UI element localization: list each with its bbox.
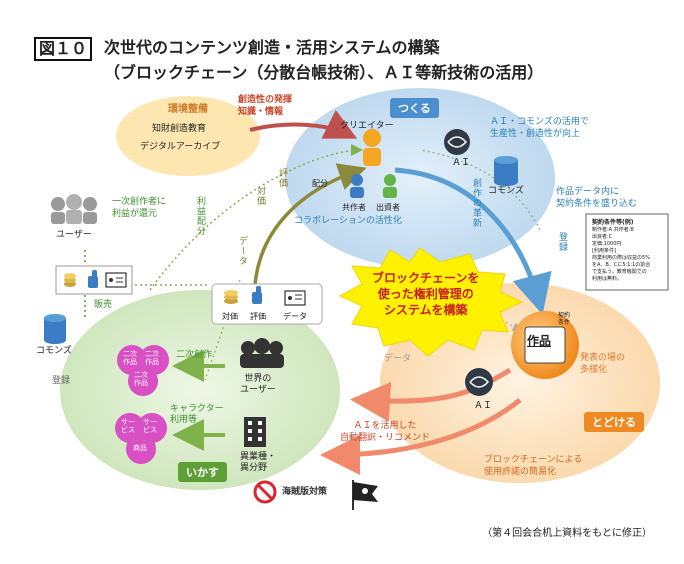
environment-title: 環境整備 bbox=[168, 104, 208, 115]
database-icon-top bbox=[494, 156, 518, 186]
thumbs-up-icon-left bbox=[88, 270, 98, 288]
title-line-1: 次世代のコンテンツ創造・活用システムの構築 bbox=[104, 38, 440, 57]
world-users-icon bbox=[240, 338, 284, 368]
contract-card-body: 制作者:A 共作者:B 出資者:C 定価:1000円 [利用条件] 商業利用の際… bbox=[592, 227, 650, 283]
contract-card bbox=[585, 213, 669, 291]
ai-commons-note: ＡＩ・コモンズの活用で 生産性・創造性が向上 bbox=[490, 117, 589, 139]
service-2: サー ビス bbox=[143, 418, 157, 434]
pirate-flag-icon bbox=[352, 480, 378, 510]
hub-rating-label: 評価 bbox=[250, 312, 266, 321]
ai-label-bottom: ＡＩ bbox=[474, 401, 493, 411]
contract-line: をA、B、Cに5:1:1の割合 bbox=[592, 262, 651, 268]
contract-line: 制作者:A 共作者:B bbox=[592, 227, 634, 233]
other-industry-label: 異業種・ 異分野 bbox=[240, 452, 277, 473]
secondary-creation-label: 二次創作 bbox=[176, 350, 213, 360]
hub-data-label: データ bbox=[283, 312, 307, 321]
arrow-data-label: データ bbox=[237, 236, 247, 266]
users-label: ユーザー bbox=[56, 230, 92, 240]
world-users-label: 世界の ユーザー bbox=[240, 374, 276, 395]
product-label: 商品 bbox=[133, 444, 147, 452]
arrow-rating-label: 評価 bbox=[277, 168, 287, 188]
distribution-label: 配分 bbox=[312, 179, 328, 188]
character-use-label: キャラクター 利用等 bbox=[170, 404, 224, 425]
coauthor-icon bbox=[350, 174, 364, 198]
register-label-left: 登録 bbox=[52, 376, 71, 386]
secondary-work-1: 二次 作品 bbox=[123, 350, 137, 366]
center-burst bbox=[338, 247, 524, 357]
register-label-right: 登録 bbox=[557, 232, 567, 252]
burst-text: ブロックチェーンを 使った権利管理の システムを構築 bbox=[372, 271, 480, 317]
investor-label: 出資者 bbox=[376, 203, 400, 212]
source-note: （第４回会合机上資料をもとに修正） bbox=[482, 528, 652, 539]
services-icon bbox=[115, 413, 167, 464]
piracy-label: 海賊版対策 bbox=[282, 487, 328, 497]
data-card-icon-left bbox=[105, 272, 127, 288]
environment-item-1: 知財創造教育 bbox=[152, 124, 207, 134]
brain-icon-bottom bbox=[465, 368, 493, 396]
hub-price-label: 対価 bbox=[222, 312, 238, 321]
title-line-2: （ブロックチェーン（分散台帳技術）、ＡＩ等新技術の活用） bbox=[104, 63, 544, 82]
arrow-price-label: 対価 bbox=[255, 186, 265, 206]
creator-label: クリエイター bbox=[340, 121, 394, 131]
secondary-works-icon bbox=[117, 345, 169, 396]
work-document bbox=[524, 326, 566, 364]
return-profit-label: 利益配分 bbox=[195, 196, 205, 236]
venue-note: 発表の場の 多様化 bbox=[580, 353, 626, 375]
todokeru-badge: とどける bbox=[584, 412, 644, 432]
environment-oval bbox=[116, 96, 260, 176]
building-icon bbox=[244, 417, 266, 447]
contract-card-title: 契約条件等(例) bbox=[592, 219, 634, 226]
figure-number: 図１０ bbox=[34, 37, 93, 61]
ikasu-badge: いかす bbox=[178, 462, 227, 482]
bc-simplify-note: ブロックチェーンによる 使用許諾の簡易化 bbox=[484, 455, 583, 477]
contract-line: 定価:1000円 bbox=[592, 241, 622, 247]
contract-line: [利用条件] bbox=[592, 248, 616, 254]
contract-line: 商業利用の際は収益の5% bbox=[592, 255, 650, 261]
profit-return-note: 一次創作者に 利益が還元 bbox=[112, 197, 167, 219]
translate-note: ＡＩを活用した 自動翻訳・リコメンド bbox=[340, 421, 431, 443]
secondary-work-3: 二次 作品 bbox=[134, 371, 148, 387]
users-icon bbox=[51, 194, 97, 224]
coins-icon-left bbox=[64, 273, 76, 287]
coins-icon bbox=[224, 290, 238, 304]
contract-line: 利用は無料。 bbox=[592, 276, 623, 282]
ai-label-top: ＡＩ bbox=[452, 158, 471, 168]
commons-label-left: コモンズ bbox=[36, 346, 72, 356]
collaboration-label: コラボレーションの活性化 bbox=[294, 216, 402, 226]
work-label: 作品 bbox=[527, 334, 552, 348]
no-piracy-icon bbox=[253, 480, 277, 504]
data-flow-label: データ bbox=[384, 354, 412, 364]
contract-line: で支払う。教育機関での bbox=[592, 269, 647, 275]
secondary-work-2: 二次 作品 bbox=[145, 350, 159, 366]
thumbs-up-icon bbox=[252, 286, 262, 304]
contract-line: 出資者:C bbox=[592, 234, 613, 240]
coauthor-label: 共作者 bbox=[342, 203, 366, 212]
investor-icon bbox=[383, 174, 397, 198]
database-icon-left bbox=[44, 314, 66, 344]
tsukuru-badge: つくる bbox=[390, 98, 439, 118]
creator-icon bbox=[363, 129, 381, 166]
brain-icon-top bbox=[444, 129, 470, 155]
creativity-note: 創造性の発揮 知識・情報 bbox=[238, 95, 293, 117]
environment-item-2: デジタルアーカイブ bbox=[140, 142, 221, 152]
innovation-label: 創作の革新 bbox=[471, 178, 481, 228]
contract-tag: 契約 条件 bbox=[558, 312, 571, 326]
data-card-icon bbox=[284, 290, 306, 306]
service-1: サー ビス bbox=[121, 418, 135, 434]
embed-note: 作品データ内に 契約条件を盛り込む bbox=[556, 187, 638, 209]
sales-label: 販売 bbox=[94, 300, 113, 310]
commons-label-top: コモンズ bbox=[488, 186, 524, 196]
